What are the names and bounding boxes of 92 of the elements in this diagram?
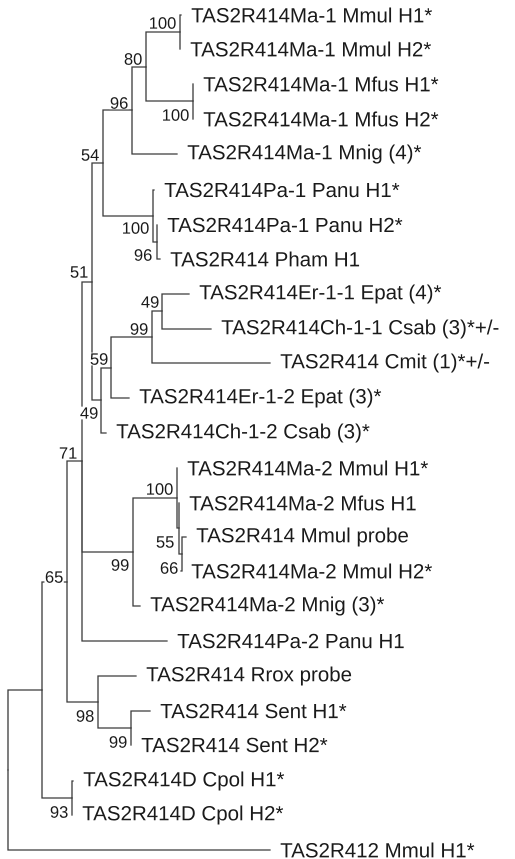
taxon-label: TAS2R412 Mmul H1* xyxy=(280,842,474,858)
tree-branch xyxy=(132,497,178,553)
tree-branch xyxy=(110,367,130,399)
tree-branch xyxy=(151,310,163,338)
tree-branch xyxy=(156,241,161,260)
taxon-label: TAS2R414Ma-1 Mfus H2* xyxy=(204,111,438,127)
tree-branch xyxy=(145,31,181,68)
tree-branch xyxy=(145,66,194,102)
bootstrap-value: 100 xyxy=(121,222,150,234)
tree-branch xyxy=(152,215,158,243)
tree-branch xyxy=(131,66,147,111)
tree-branch xyxy=(91,281,102,401)
taxon-label: TAS2R414 Sent H2* xyxy=(142,738,328,752)
bootstrap-value: 65 xyxy=(44,570,64,584)
taxon-label: TAS2R414Pa-1 Panu H2* xyxy=(168,218,402,232)
taxon-label: TAS2R414Er-1-2 Epat (3)* xyxy=(140,388,382,408)
taxon-label: TAS2R414Ma-2 Mmul H2* xyxy=(192,563,432,579)
tree-branch xyxy=(156,224,158,243)
tree-branch xyxy=(192,83,194,102)
tree-branch xyxy=(176,497,180,529)
bootstrap-value: 59 xyxy=(89,352,109,366)
tree-branch xyxy=(41,581,68,691)
taxon-label: TAS2R414Ma-2 Mnig (3)* xyxy=(150,596,384,616)
bootstrap-value: 99 xyxy=(129,322,149,336)
taxon-label: TAS2R414D Cpol H2* xyxy=(82,805,284,825)
bootstrap-value: 55 xyxy=(155,536,175,548)
taxon-label: TAS2R414Ch-1-1 Csab (3)*+/- xyxy=(222,319,498,339)
tree-branch xyxy=(97,675,137,703)
tree-branch xyxy=(178,502,180,529)
taxon-label: TAS2R414Ma-1 Mmul H1* xyxy=(192,7,432,23)
tree-branch xyxy=(71,780,74,799)
bootstrap-value: 93 xyxy=(49,806,69,818)
tree-branch xyxy=(130,710,151,729)
taxon-label: TAS2R414 Cmit (1)*+/- xyxy=(280,353,490,373)
taxon-label: TAS2R414Ma-2 Mmul H1* xyxy=(188,460,428,476)
tree-branch xyxy=(179,31,181,50)
tree-branch xyxy=(178,527,183,555)
bootstrap-value: 100 xyxy=(145,482,174,496)
taxon-label: TAS2R414Ch-1-2 Csab (3)* xyxy=(116,423,370,443)
tree-branch xyxy=(151,336,271,364)
tree-branch xyxy=(7,769,271,851)
taxon-label: TAS2R414 Sent H1* xyxy=(160,704,346,718)
tree-branch xyxy=(71,797,73,816)
tree-branch xyxy=(110,336,153,369)
taxon-label: TAS2R414 Rrox probe xyxy=(146,666,352,686)
tree-branch xyxy=(100,367,112,401)
bootstrap-value: 100 xyxy=(148,16,177,30)
tree-branch xyxy=(180,553,183,572)
taxon-label: TAS2R414Ma-1 Mnig (4)* xyxy=(188,144,422,164)
taxon-label: TAS2R414Ma-1 Mmul H2* xyxy=(190,41,431,57)
tree-branch xyxy=(102,109,133,164)
bootstrap-value: 96 xyxy=(109,96,129,110)
bootstrap-value: 96 xyxy=(133,248,153,262)
taxon-label: TAS2R414Pa-1 Panu H1* xyxy=(164,182,400,198)
tree-branch xyxy=(181,536,187,555)
bootstrap-value: 49 xyxy=(79,406,99,420)
tree-branch xyxy=(7,689,43,771)
bootstrap-value: 99 xyxy=(110,558,130,572)
bootstrap-value: 54 xyxy=(80,148,100,162)
taxon-label: TAS2R414Er-1-1 Epat (4)* xyxy=(200,284,442,304)
tree-branch xyxy=(66,581,99,703)
tree-branch xyxy=(97,701,132,729)
taxon-label: TAS2R414Ma-1 Mfus H1* xyxy=(204,76,438,92)
tree-branch xyxy=(66,460,83,583)
tree-branch xyxy=(192,100,194,120)
tree-branch xyxy=(81,460,168,642)
taxon-label: TAS2R414Ma-2 Mfus H1 xyxy=(190,495,416,511)
tree-branch xyxy=(41,689,73,799)
tree-branch xyxy=(161,310,212,330)
taxon-label: TAS2R414D Cpol H1* xyxy=(84,771,284,791)
bootstrap-value: 80 xyxy=(123,52,143,66)
bootstrap-value: 51 xyxy=(69,266,89,278)
bootstrap-value: 66 xyxy=(159,562,179,574)
taxon-label: TAS2R414 Mmul probe xyxy=(196,527,408,547)
tree-branch xyxy=(161,293,190,312)
bootstrap-value: 49 xyxy=(140,296,160,308)
tree-branch xyxy=(176,467,178,499)
taxon-label: TAS2R414Pa-2 Panu H1 xyxy=(178,634,404,648)
tree-branch xyxy=(102,162,154,217)
tree-branch xyxy=(91,162,104,283)
taxon-label: TAS2R414 Pham H1 xyxy=(170,251,360,267)
tree-branch xyxy=(81,281,93,462)
bootstrap-value: 71 xyxy=(58,446,78,460)
bootstrap-value: 99 xyxy=(108,736,128,748)
bootstrap-value: 100 xyxy=(161,108,190,122)
tree-branch xyxy=(130,727,132,746)
tree-branch xyxy=(100,399,107,434)
tree-branch xyxy=(152,189,155,217)
bootstrap-value: 98 xyxy=(75,710,95,722)
tree-branch xyxy=(132,551,141,607)
tree-branch xyxy=(131,109,178,155)
tree-branch xyxy=(179,14,182,33)
